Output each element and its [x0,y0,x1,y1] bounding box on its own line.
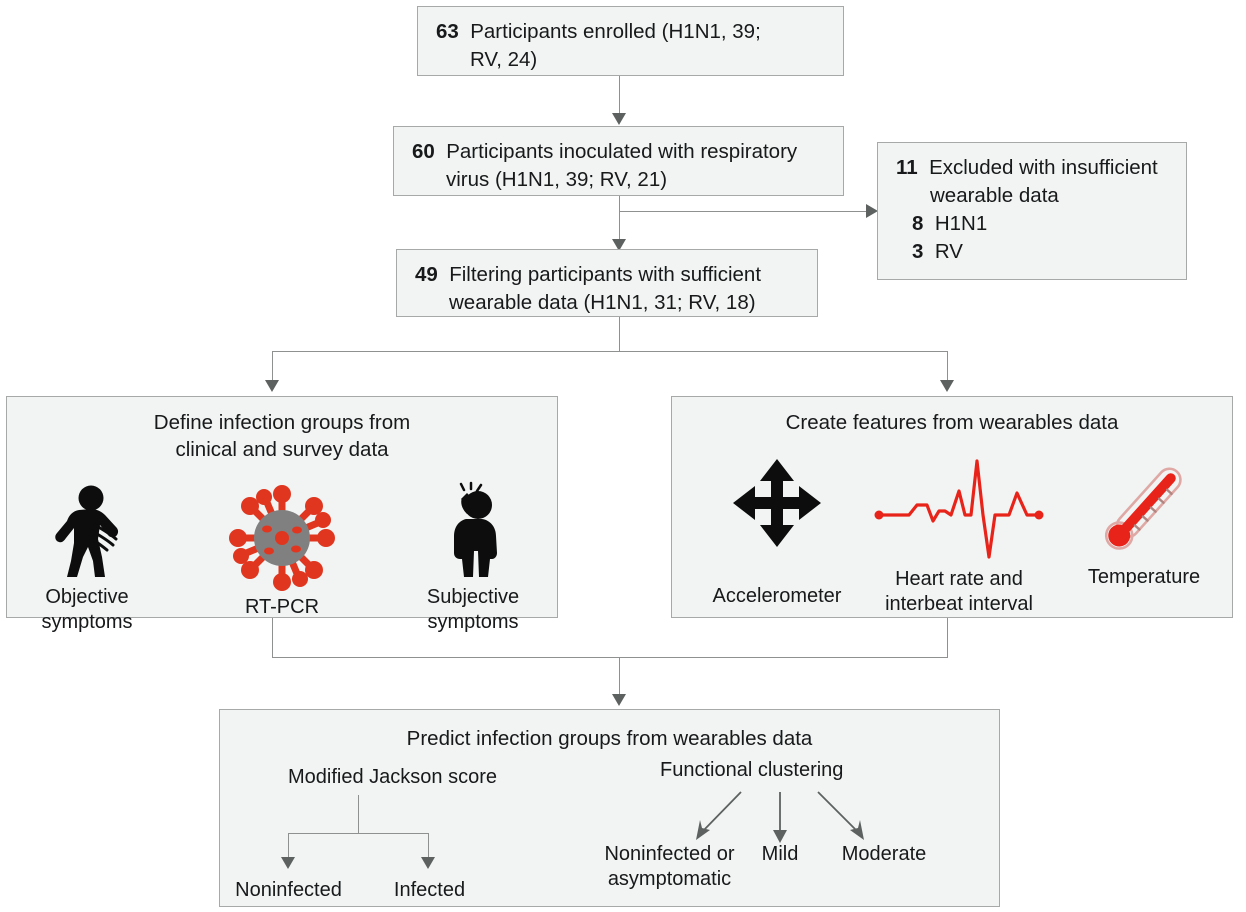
right-icon-cell-thermometer: Temperature [1064,453,1224,590]
excluded-text: 11 Excluded with insufficient wearable d… [878,143,1186,266]
connector-step2-down [619,196,620,241]
connector-merge-trunk [619,657,620,696]
jackson-trunk [358,795,359,834]
right-icon-label-ecg: Heart rate and interbeat interval [885,568,1033,615]
connector-merge-right [947,618,948,658]
connector-split-right [947,351,948,382]
clustering-leaf-mild: Mild [761,843,799,865]
arrowhead-jackson-infected [421,857,435,869]
clustering-leaf-noninfected-asymptomatic: Noninfected or asymptomatic [604,843,735,890]
excluded-line-2: wearable data [930,184,1059,207]
ecg-waveform-icon [874,459,1044,559]
step-1-line-2: RV, 24) [470,48,538,71]
connector-merge-left [272,618,273,658]
jackson-leaf-noninfected: Noninfected [235,879,342,901]
connector-step2-excluded [619,211,871,212]
step-2-text: 60 Participants inoculated with respirat… [394,127,843,194]
predict-panel-title: Predict infection groups from wearables … [406,727,813,750]
arrowhead-to-predict-box [612,694,626,706]
left-icon-cell-objective: Objective symptoms [21,485,153,635]
create-features-panel: Create features from wearables data Acce… [671,396,1233,618]
thermometer-icon [1104,467,1182,550]
arrowhead-step2-excluded [866,204,878,218]
connector-merge-bar [272,657,947,658]
arrowhead-to-right-panel [940,380,954,392]
functional-clustering-arrows [696,791,864,843]
arrowhead-to-left-panel [265,380,279,392]
jackson-branch-right [428,833,429,859]
left-icon-label-objective: Objective symptoms [41,586,133,633]
right-panel-title: Create features from wearables data [785,411,1119,434]
step-2-line-2: virus (H1N1, 39; RV, 21) [446,168,668,191]
virus-icon [229,485,335,591]
step-1-count: 63 [436,20,459,43]
left-icon-label-virus: RT-PCR [244,596,320,618]
left-icon-cell-virus: RT-PCR [207,485,357,620]
right-icon-cell-accelerometer: Accelerometer [692,457,862,609]
connector-step3-trunk [619,317,620,352]
clustering-leaf-moderate: Moderate [841,843,927,865]
jackson-leaf-infected: Infected [393,879,466,901]
connector-split-left [272,351,273,382]
connector-split-bar [272,351,947,352]
jackson-split-bar [288,833,428,834]
define-infection-groups-panel: Define infection groups from clinical an… [6,396,558,633]
arrowhead-step2-step3 [612,239,626,251]
step-3-line-1: 49 Filtering participants with sufficien… [415,263,762,286]
excluded-sub-1: 8 H1N1 [912,212,988,235]
excluded-line-1: 11 Excluded with insufficient [896,156,1158,179]
modified-jackson-score-title: Modified Jackson score [288,766,497,788]
step-2-count: 60 [412,140,435,163]
left-icon-cell-subjective: Subjective symptoms [405,481,541,635]
coughing-person-icon [55,485,119,577]
step-1-enrolled-box: 63 Participants enrolled (H1N1, 39; RV, … [417,6,844,76]
predict-infection-groups-panel: Predict infection groups from wearables … [219,709,1000,907]
arrowhead-step1-step2 [612,113,626,125]
four-way-arrow-icon [733,459,821,547]
step-2-inoculated-box: 60 Participants inoculated with respirat… [393,126,844,196]
excluded-sub-2: 3 RV [912,240,963,263]
excluded-box: 11 Excluded with insufficient wearable d… [877,142,1187,280]
left-panel-title: Define infection groups from clinical an… [153,411,411,461]
step-3-text: 49 Filtering participants with sufficien… [397,250,817,317]
headache-person-icon [454,481,497,577]
right-icon-label-accelerometer: Accelerometer [712,585,842,607]
step-3-count: 49 [415,263,438,286]
right-icon-cell-ecg: Heart rate and interbeat interval [864,449,1054,617]
step-3-line-2: wearable data (H1N1, 31; RV, 18) [449,291,756,314]
connector-step1-step2 [619,76,620,115]
jackson-branch-left [288,833,289,859]
arrowhead-jackson-noninfected [281,857,295,869]
step-2-line-1: 60 Participants inoculated with respirat… [412,140,798,163]
step-1-text: 63 Participants enrolled (H1N1, 39; RV, … [418,7,843,74]
right-icon-label-thermometer: Temperature [1087,566,1201,588]
step-3-filtering-box: 49 Filtering participants with sufficien… [396,249,818,317]
excluded-count: 11 [896,156,918,179]
functional-clustering-title: Functional clustering [660,759,844,781]
step-1-line-1: 63 Participants enrolled (H1N1, 39; [436,20,761,43]
left-icon-label-subjective: Subjective symptoms [426,586,520,633]
